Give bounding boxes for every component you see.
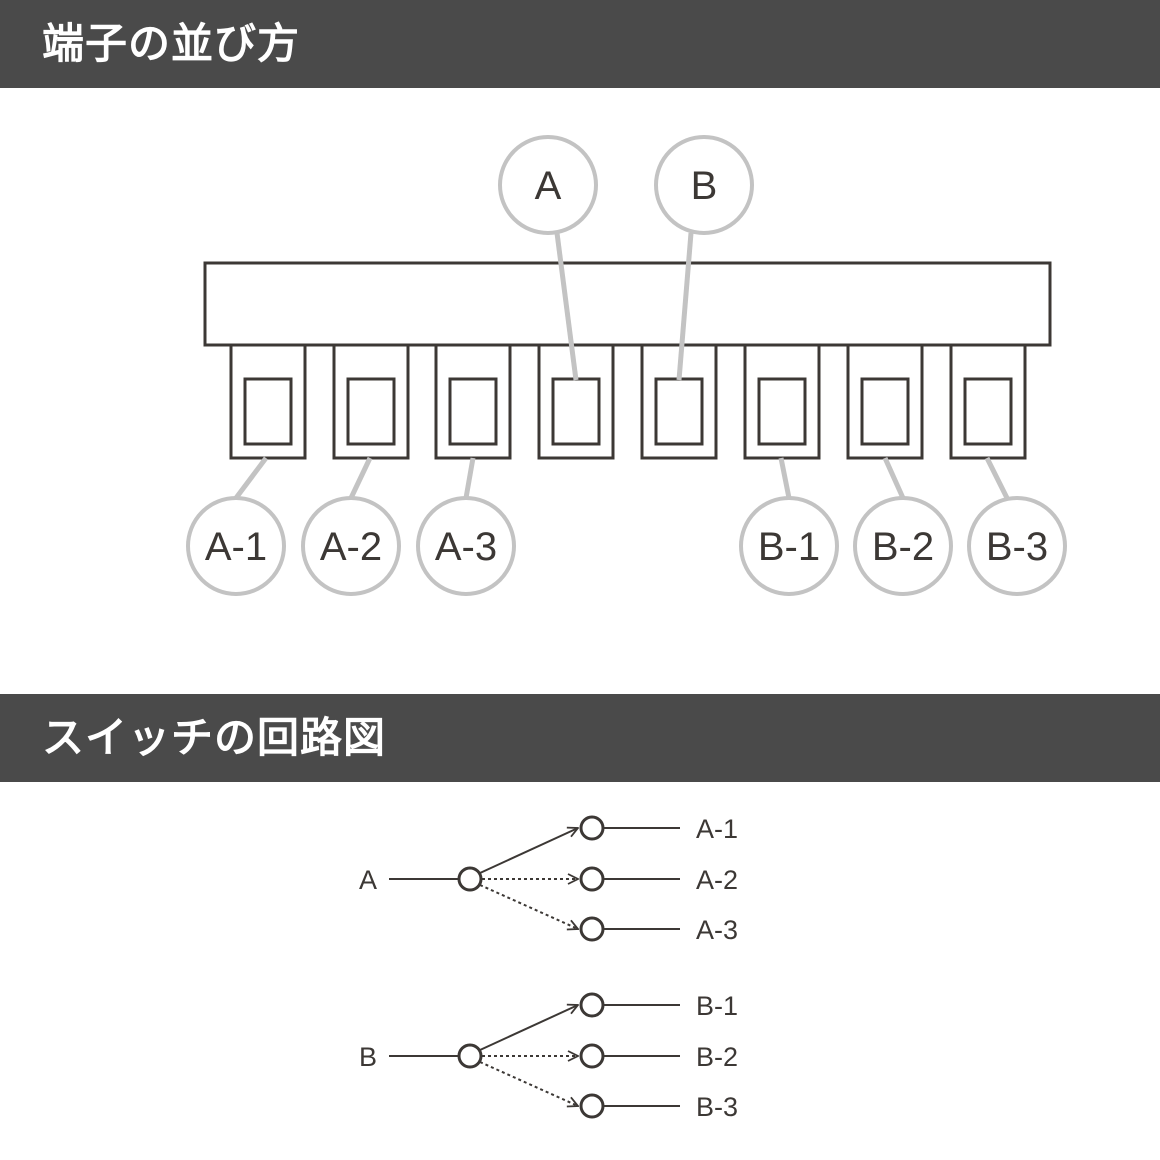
- terminal-pin: [846, 343, 924, 460]
- callout-a-3: A-3: [416, 496, 516, 596]
- circuit-diagram-title: スイッチの回路図: [0, 694, 1160, 782]
- callout-b-2: B-2: [853, 496, 953, 596]
- leader-line: [348, 456, 373, 500]
- output-label: A-3: [696, 915, 738, 945]
- leader-line: [554, 232, 579, 381]
- terminal-pin: [229, 343, 307, 460]
- callout-leaders: [234, 232, 1010, 500]
- common-terminal-label: B: [359, 1042, 377, 1072]
- callout-b-3: B-3: [967, 496, 1067, 596]
- open-contact-line: [479, 884, 578, 929]
- callout-a: A: [498, 135, 598, 235]
- callout-b-1: B-1: [739, 496, 839, 596]
- switch-body: [203, 261, 1052, 347]
- callout-label: B-2: [872, 525, 934, 569]
- output-node: [579, 1093, 605, 1119]
- leader-line: [984, 456, 1010, 500]
- callout-label: A-1: [205, 525, 267, 569]
- common-node: [457, 1043, 483, 1069]
- terminal-pin: [743, 343, 821, 460]
- terminal-pins: [229, 343, 1027, 460]
- terminal-pin: [332, 343, 410, 460]
- output-node: [579, 1043, 605, 1069]
- leader-line: [463, 457, 476, 499]
- output-label: A-1: [696, 814, 738, 844]
- terminal-layout-title: 端子の並び方: [0, 0, 1160, 88]
- terminal-pin: [434, 343, 512, 460]
- output-node: [579, 815, 605, 841]
- leader-line: [676, 232, 694, 381]
- callout-label: B: [691, 164, 718, 208]
- output-node: [579, 866, 605, 892]
- circuit-group-a: A A-1 A-2 A-3: [359, 814, 738, 945]
- closed-contact-line: [479, 828, 578, 874]
- output-label: B-3: [696, 1092, 738, 1122]
- common-terminal-label: A: [359, 865, 377, 895]
- leader-line: [234, 456, 268, 500]
- callout-label: B-3: [986, 525, 1048, 569]
- output-node: [579, 992, 605, 1018]
- terminal-pin: [949, 343, 1027, 460]
- common-node: [457, 866, 483, 892]
- callout-label: A-3: [435, 525, 497, 569]
- output-node: [579, 916, 605, 942]
- callout-a-1: A-1: [186, 496, 286, 596]
- callout-b: B: [654, 135, 754, 235]
- callout-label: B-1: [758, 525, 820, 569]
- callout-label: A: [535, 164, 562, 208]
- output-label: B-2: [696, 1042, 738, 1072]
- callout-label: A-2: [320, 525, 382, 569]
- circuit-group-b: B B-1 B-2 B-3: [359, 991, 738, 1122]
- open-contact-line: [479, 1061, 578, 1106]
- closed-contact-line: [479, 1005, 578, 1051]
- leader-line: [882, 456, 906, 500]
- output-label: A-2: [696, 865, 738, 895]
- leader-line: [778, 457, 792, 499]
- callout-a-2: A-2: [301, 496, 401, 596]
- output-label: B-1: [696, 991, 738, 1021]
